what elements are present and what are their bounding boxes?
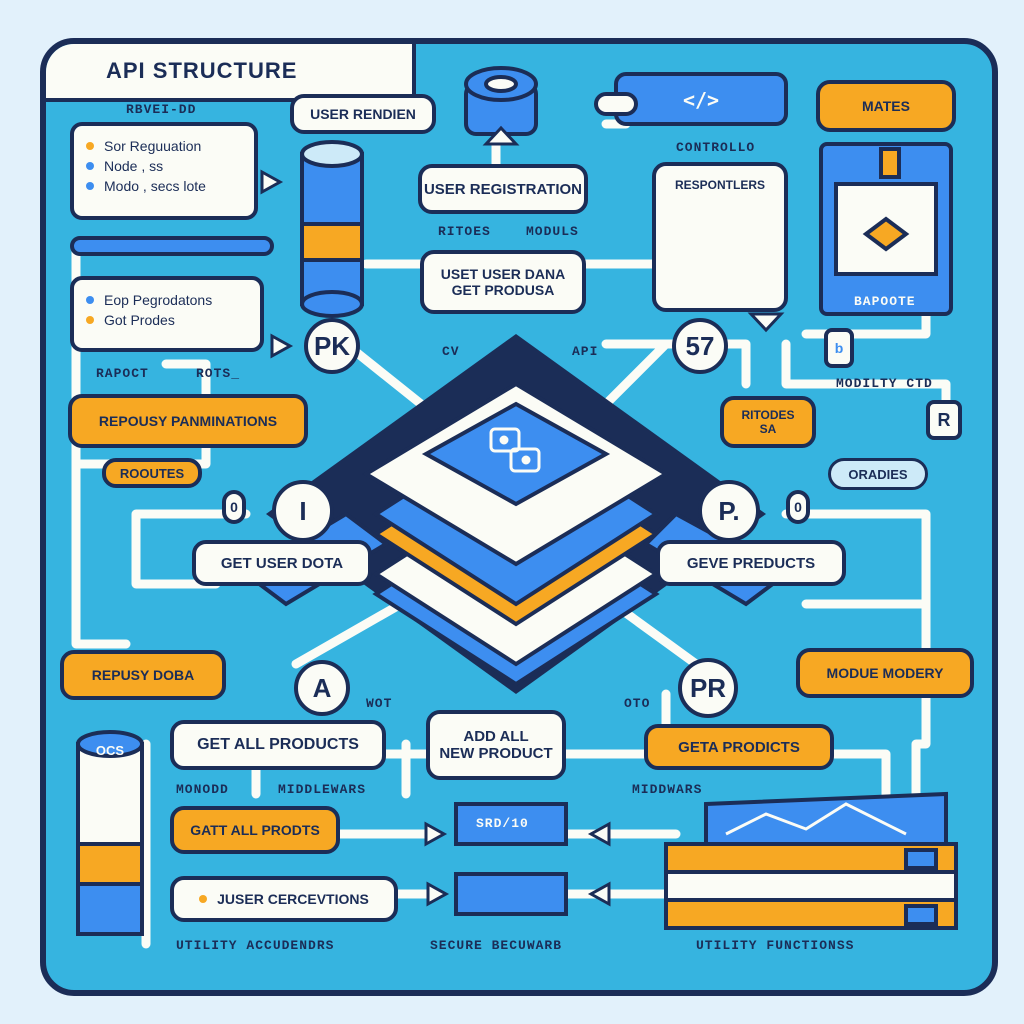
wire [601, 339, 751, 389]
wire [781, 509, 931, 609]
database-cylinder-top [300, 140, 364, 318]
code-card-top [594, 72, 788, 126]
node-a: A [294, 660, 350, 716]
caption-report: RAPOCT [96, 366, 149, 381]
responders-card: RESPONTLERS [652, 162, 788, 312]
caption-middlewares-right: MIDDWARS [632, 782, 703, 797]
left-list-1: Sor Reguuation Node , ss Modo , secs lot… [70, 122, 258, 220]
caption-top-left-sub: RBVEI-DD [126, 102, 197, 117]
code-icon: </> [682, 88, 720, 112]
routes-tag: ROOUTES [102, 458, 202, 488]
database-cylinder-bottom [76, 730, 144, 936]
module-modery-box: MODUE MODERY [796, 648, 974, 698]
ocs-label: OCS [95, 742, 125, 758]
left-list-2: Eop Pegrodatons Got Prodes [70, 276, 264, 352]
mates-tab: MATES [816, 80, 956, 132]
gatt-all-prodts-box: GATT ALL PRODTS [170, 806, 340, 854]
repousy-panminations-box: REPOUSY PANMINATIONS [68, 394, 308, 448]
caption-rotes: ROTS_ [196, 366, 241, 381]
node-i: I [272, 480, 334, 542]
caption-utility-accudenders: UTILITY ACCUDENDRS [176, 938, 335, 953]
list-item: Eop Pegrodatons [86, 292, 248, 308]
user-render-box: USER RENDIEN [290, 94, 436, 134]
server-rack-bottom [454, 802, 568, 916]
report-panel-label: BAPOOTE [854, 294, 916, 309]
get-user-data-box: GET USER DOTA [192, 540, 372, 586]
caption-modilty: MODILTY CTD [836, 376, 933, 391]
list-item: Sor Reguuation [86, 138, 242, 154]
user-registration-box: USER REGISTRATION [418, 164, 588, 214]
list-item: Got Prodes [86, 312, 248, 328]
geta-products-box: GETA PRODICTS [644, 724, 834, 770]
node-o-right: 0 [786, 490, 810, 524]
give-products-box: GEVE PREDUCTS [656, 540, 846, 586]
arrows [260, 125, 785, 907]
get-all-products-box: GET ALL PRODUCTS [170, 720, 386, 770]
juser-cercevtions-box: JUSER CERCEVTIONS [170, 876, 398, 922]
list-item: Node , ss [86, 158, 242, 174]
caption-middlewares: MIDDLEWARS [278, 782, 367, 797]
node-pk: PK [304, 318, 360, 374]
node-57: 57 [672, 318, 728, 374]
caption-dto: OTO [624, 696, 651, 711]
node-o-left: 0 [222, 490, 246, 524]
cloud-node-top [464, 66, 538, 136]
list-item: Modo , secs lote [86, 178, 242, 194]
browser-window-right [819, 142, 953, 316]
caption-controllers: CONTROLLO [676, 140, 756, 155]
node-p: P. [698, 480, 760, 542]
caption-wot: WOT [366, 696, 393, 711]
caption-routes: RITOES [438, 224, 491, 239]
oradies-tag: ORADIES [828, 458, 928, 490]
diagram-title: API STRUCTURE [46, 44, 416, 102]
node-r: R [926, 400, 962, 440]
plug-icon [489, 427, 541, 473]
diagram-frame: API STRUCTURE RBVEI-DD RITOES MODULS CON… [40, 38, 998, 996]
wire [71, 239, 131, 649]
blue-bar-left [70, 236, 274, 256]
caption-server-label: SRD/10 [476, 816, 529, 831]
document-stack-bottom-right [664, 791, 958, 930]
caption-dao-left: CV [442, 344, 460, 359]
status-dot [199, 895, 208, 903]
caption-secure: SECURE BECUWARB [430, 938, 563, 953]
node-bl: b [824, 328, 854, 368]
caption-models: MODULS [526, 224, 579, 239]
repousy-doba-box: REPUSY DOBA [60, 650, 226, 700]
node-pr: PR [678, 658, 738, 718]
isometric-server-stack [242, 334, 790, 694]
wire-layer [70, 66, 958, 949]
caption-monodd: MONODD [176, 782, 229, 797]
stack-chip [421, 401, 611, 507]
caption-dao-right: API [572, 344, 599, 359]
wire [131, 509, 251, 589]
wire [811, 749, 891, 809]
caption-utility-functions: UTILITY FUNCTIONSS [696, 938, 855, 953]
